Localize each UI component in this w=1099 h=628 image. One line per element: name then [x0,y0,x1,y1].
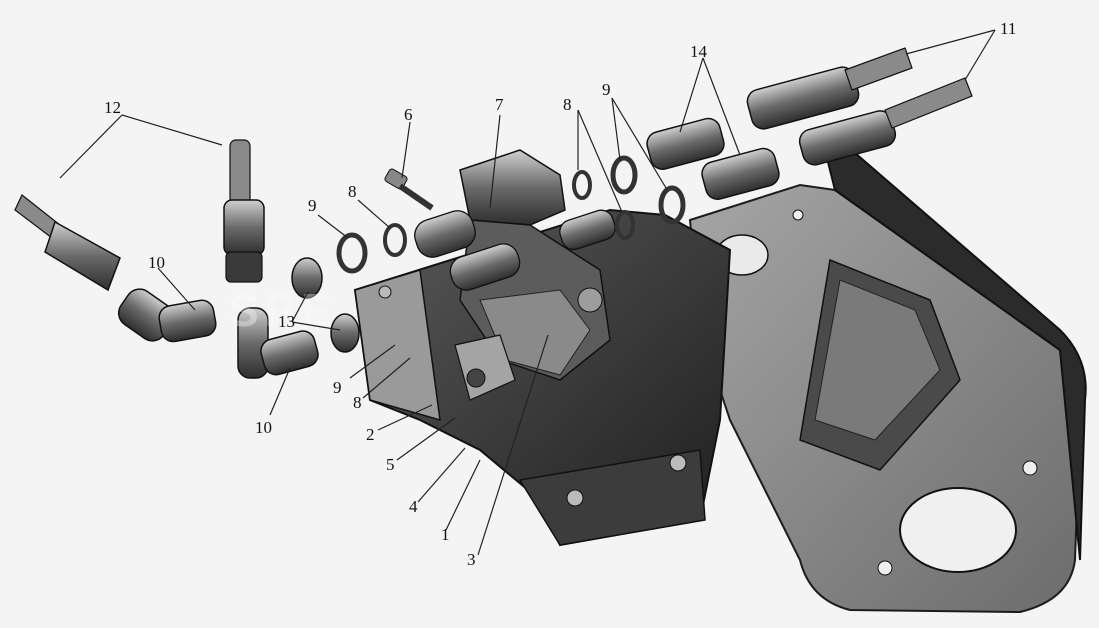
mounting-plate [353,208,732,547]
callout-1: 1 [441,525,450,544]
callout-12: 12 [104,98,121,117]
callout-14: 14 [690,42,708,61]
nuts [291,257,360,353]
elbow-fitting-left [117,288,217,343]
hose-fitting-left [14,194,121,292]
callout-8-lower: 8 [353,393,362,412]
callout-9-lower: 9 [333,378,342,397]
sealing-rings [336,155,686,274]
callout-labels: 1 2 3 4 5 6 7 8 8 8 9 9 9 10 10 11 12 13… [104,19,1016,569]
leader-lines [59,29,996,556]
watermark-text: SPE [228,284,338,336]
callout-13: 13 [278,312,295,331]
hose-fittings-right [746,47,973,166]
callout-9-right: 9 [602,80,611,99]
callout-11: 11 [1000,19,1016,38]
callout-5: 5 [386,455,395,474]
callout-10-lower: 10 [255,418,272,437]
callout-6: 6 [404,105,413,124]
callout-9-left: 9 [308,196,317,215]
callout-4: 4 [409,497,418,516]
callout-2: 2 [366,425,375,444]
callout-8-right: 8 [563,95,572,114]
callout-3: 3 [467,550,476,569]
adapters [646,117,780,200]
elbow-fitting-lower [237,307,319,379]
bolt-part [384,168,434,211]
callout-8-left: 8 [348,182,357,201]
bracket-bore-hole [899,487,1017,573]
valve-body [414,149,616,401]
callout-10-upper: 10 [148,253,165,272]
hose-fitting-vertical [223,139,265,283]
mounting-bracket [688,128,1087,614]
callout-7: 7 [495,95,504,114]
